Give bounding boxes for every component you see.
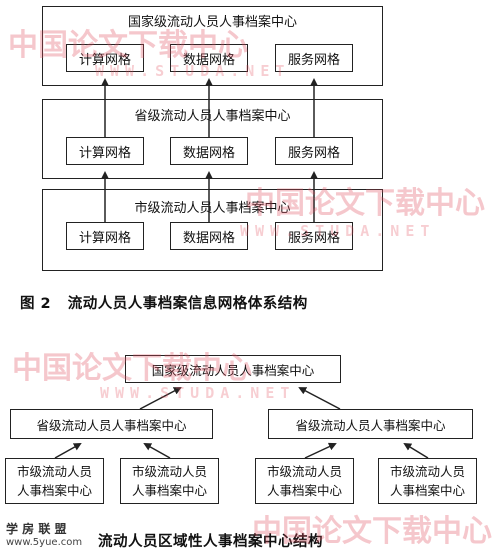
site-logo-url: www.5yue.com [6, 537, 83, 548]
city-center-line1: 市级流动人员 [131, 464, 207, 479]
national-layer-title: 国家级流动人员人事档案中心 [127, 15, 297, 30]
figure3-caption: 流动人员区域性人事档案中心结构 [98, 534, 323, 550]
municipal-compute-grid: 计算网格 [66, 222, 144, 250]
municipal-layer: 市级流动人员人事档案中心 [42, 189, 383, 271]
municipal-service-grid: 服务网格 [275, 222, 353, 250]
city-center-line2: 人事档案中心 [131, 483, 207, 498]
municipal-layer-title: 市级流动人员人事档案中心 [134, 201, 291, 216]
city-center-line1: 市级流动人员 [389, 464, 465, 479]
provincial-data-grid: 数据网格 [170, 137, 248, 165]
city-center-box: 市级流动人员 人事档案中心 [5, 458, 104, 504]
provincial-compute-grid: 计算网格 [66, 137, 144, 165]
provincial-layer-title: 省级流动人员人事档案中心 [134, 109, 291, 124]
national-data-grid: 数据网格 [170, 44, 248, 72]
provincial-center-box-left: 省级流动人员人事档案中心 [10, 409, 213, 439]
national-center-box: 国家级流动人员人事档案中心 [125, 355, 341, 383]
national-service-grid: 服务网格 [275, 44, 353, 72]
municipal-data-grid: 数据网格 [170, 222, 248, 250]
provincial-service-grid: 服务网格 [275, 137, 353, 165]
city-center-box: 市级流动人员 人事档案中心 [255, 458, 354, 504]
city-center-line1: 市级流动人员 [266, 464, 342, 479]
national-compute-grid: 计算网格 [66, 44, 144, 72]
city-center-line1: 市级流动人员 [16, 464, 92, 479]
figure2-caption: 图 2 流动人员人事档案信息网格体系结构 [20, 296, 308, 312]
provincial-center-box-right: 省级流动人员人事档案中心 [268, 409, 473, 439]
city-center-box: 市级流动人员 人事档案中心 [120, 458, 219, 504]
city-center-line2: 人事档案中心 [389, 483, 465, 498]
site-logo: 学 房 联 盟 www.5yue.com [6, 520, 88, 556]
site-logo-text: 学 房 联 盟 [6, 522, 67, 536]
city-center-line2: 人事档案中心 [16, 483, 92, 498]
city-center-line2: 人事档案中心 [266, 483, 342, 498]
